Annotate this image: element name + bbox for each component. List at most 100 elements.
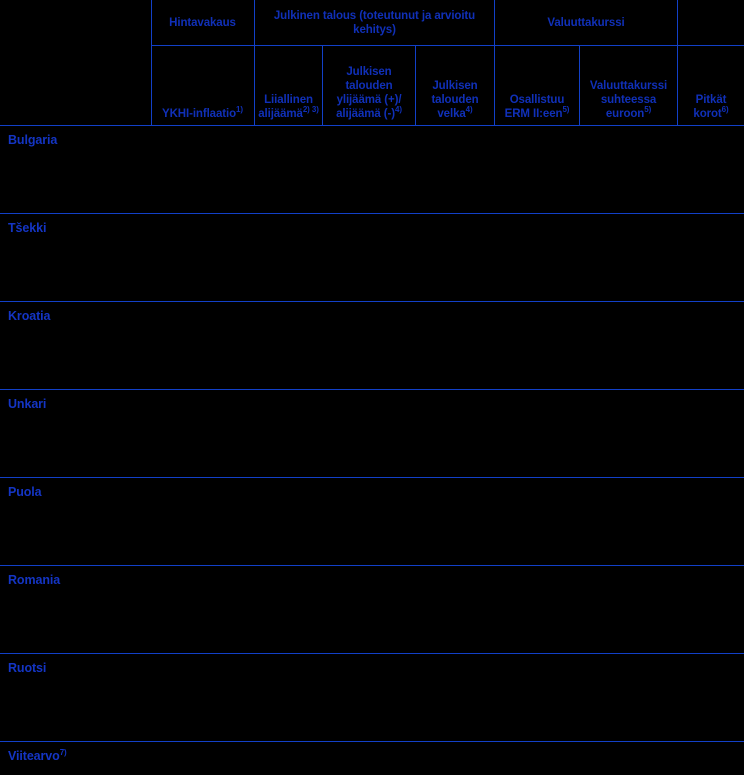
row-label-romania: Romania xyxy=(8,573,60,587)
row-label-ruotsi-text: Ruotsi xyxy=(8,661,47,675)
row-label-kroatia-text: Kroatia xyxy=(8,309,51,323)
cell-bulgaria-julkisen-talouden-velka xyxy=(416,126,494,213)
row-label-viitearvo: Viitearvo7) xyxy=(8,747,67,763)
cell-ruotsi-pitkat-korot xyxy=(678,654,744,741)
cell-ruotsi-julkisen-talouden-ylijaama xyxy=(323,654,415,741)
row-rule-romania xyxy=(0,653,744,654)
header-col-pitkat-korot-note: 6) xyxy=(721,105,729,115)
row-label-unkari: Unkari xyxy=(8,397,46,411)
row-rule-puola xyxy=(0,565,744,566)
row-label-bulgaria-text: Bulgaria xyxy=(8,133,58,147)
cell-ruotsi-liiallinen-alijaama xyxy=(255,654,322,741)
header-col-osallistuu-erm-ii-note: 5) xyxy=(562,105,570,115)
cell-viitearvo-ykhi-inflaatio xyxy=(151,742,254,775)
cell-kroatia-ykhi-inflaatio xyxy=(151,302,254,389)
cell-tsekki-liiallinen-alijaama xyxy=(255,214,322,301)
header-vrule-1 xyxy=(151,0,152,125)
cell-bulgaria-osallistuu-erm-ii xyxy=(495,126,579,213)
row-label-viitearvo-text: Viitearvo xyxy=(8,749,60,763)
header-vrule-6 xyxy=(579,46,580,125)
row-rule-ruotsi xyxy=(0,741,744,742)
row-label-ruotsi: Ruotsi xyxy=(8,661,46,675)
cell-kroatia-valuuttakurssi-suhteessa-euroon xyxy=(580,302,677,389)
cell-viitearvo-osallistuu-erm-ii xyxy=(495,742,579,775)
cell-bulgaria-ykhi-inflaatio xyxy=(151,126,254,213)
cell-puola-osallistuu-erm-ii xyxy=(495,478,579,565)
header-col-ykhi-inflaatio-label: YKHI-inflaatio xyxy=(162,108,237,120)
cell-viitearvo-julkisen-talouden-ylijaama xyxy=(323,742,415,775)
cell-tsekki-osallistuu-erm-ii xyxy=(495,214,579,301)
header-vrule-7 xyxy=(677,0,678,125)
cell-bulgaria-liiallinen-alijaama xyxy=(255,126,322,213)
cell-romania-liiallinen-alijaama xyxy=(255,566,322,653)
cell-romania-valuuttakurssi-suhteessa-euroon xyxy=(580,566,677,653)
cell-puola-julkisen-talouden-ylijaama xyxy=(323,478,415,565)
cell-romania-julkisen-talouden-velka xyxy=(416,566,494,653)
cell-tsekki-ykhi-inflaatio xyxy=(151,214,254,301)
cell-ruotsi-valuuttakurssi-suhteessa-euroon xyxy=(580,654,677,741)
row-rule-tsekki xyxy=(0,301,744,302)
cell-unkari-julkisen-talouden-velka xyxy=(416,390,494,477)
header-bottom-rule xyxy=(0,125,744,126)
header-col-ykhi-inflaatio: YKHI-inflaatio1) xyxy=(151,46,254,125)
header-col-osallistuu-erm-ii-label: Osallistuu ERM II:een xyxy=(504,94,565,120)
row-label-puola-text: Puola xyxy=(8,485,42,499)
cell-unkari-valuuttakurssi-suhteessa-euroon xyxy=(580,390,677,477)
cell-unkari-osallistuu-erm-ii xyxy=(495,390,579,477)
cell-puola-ykhi-inflaatio xyxy=(151,478,254,565)
header-group-julkinen-talous-label: Julkinen talous (toteutunut ja arvioitu … xyxy=(273,9,476,36)
header-col-liiallinen-alijaama-note: 2) 3) xyxy=(302,105,319,115)
cell-ruotsi-ykhi-inflaatio xyxy=(151,654,254,741)
header-group-hintavakaus: Hintavakaus xyxy=(151,0,254,45)
cell-unkari-julkisen-talouden-ylijaama xyxy=(323,390,415,477)
cell-kroatia-julkisen-talouden-ylijaama xyxy=(323,302,415,389)
cell-viitearvo-pitkat-korot xyxy=(678,742,744,775)
header-group-julkinen-talous: Julkinen talous (toteutunut ja arvioitu … xyxy=(255,0,494,45)
cell-kroatia-osallistuu-erm-ii xyxy=(495,302,579,389)
row-label-puola: Puola xyxy=(8,485,42,499)
cell-puola-julkisen-talouden-velka xyxy=(416,478,494,565)
header-col-pitkat-korot: Pitkät korot6) xyxy=(678,46,744,125)
cell-bulgaria-pitkat-korot xyxy=(678,126,744,213)
row-rule-kroatia xyxy=(0,389,744,390)
header-vrule-2 xyxy=(254,0,255,125)
header-col-julkisen-talouden-velka-note: 4) xyxy=(465,105,473,115)
header-group-rule xyxy=(151,45,744,46)
header-col-valuuttakurssi-suhteessa-euroon: Valuuttakurssi suhteessa euroon5) xyxy=(580,46,677,125)
cell-ruotsi-osallistuu-erm-ii xyxy=(495,654,579,741)
cell-tsekki-valuuttakurssi-suhteessa-euroon xyxy=(580,214,677,301)
row-label-bulgaria: Bulgaria xyxy=(8,133,57,147)
row-label-kroatia: Kroatia xyxy=(8,309,50,323)
cell-unkari-liiallinen-alijaama xyxy=(255,390,322,477)
header-col-julkisen-talouden-velka: Julkisen talouden velka4) xyxy=(416,46,494,125)
header-group-valuuttakurssi-label: Valuuttakurssi xyxy=(547,16,625,29)
header-col-julkisen-talouden-ylijaama: Julkisen talouden ylijäämä (+)/ alijäämä… xyxy=(323,46,415,125)
cell-tsekki-julkisen-talouden-velka xyxy=(416,214,494,301)
row-label-tsekki-text: Tšekki xyxy=(8,221,47,235)
header-col-liiallinen-alijaama-label: Liiallinen alijäämä xyxy=(258,94,313,120)
row-label-viitearvo-note: 7) xyxy=(59,747,67,757)
row-label-tsekki: Tšekki xyxy=(8,221,46,235)
row-label-romania-text: Romania xyxy=(8,573,61,587)
row-rule-unkari xyxy=(0,477,744,478)
header-col-julkisen-talouden-ylijaama-note: 4) xyxy=(394,105,402,115)
header-col-ykhi-inflaatio-note: 1) xyxy=(236,105,243,115)
row-label-unkari-text: Unkari xyxy=(8,397,47,411)
header-group-hintavakaus-label: Hintavakaus xyxy=(169,16,236,29)
header-col-julkisen-talouden-velka-label: Julkisen talouden velka xyxy=(431,80,479,120)
cell-kroatia-liiallinen-alijaama xyxy=(255,302,322,389)
row-rule-bulgaria xyxy=(0,213,744,214)
cell-unkari-pitkat-korot xyxy=(678,390,744,477)
cell-tsekki-julkisen-talouden-ylijaama xyxy=(323,214,415,301)
cell-kroatia-pitkat-korot xyxy=(678,302,744,389)
cell-tsekki-pitkat-korot xyxy=(678,214,744,301)
cell-viitearvo-julkisen-talouden-velka xyxy=(416,742,494,775)
cell-kroatia-julkisen-talouden-velka xyxy=(416,302,494,389)
header-vrule-5 xyxy=(494,0,495,125)
header-group-valuuttakurssi: Valuuttakurssi xyxy=(495,0,677,45)
header-col-valuuttakurssi-suhteessa-euroon-note: 5) xyxy=(644,105,652,115)
cell-puola-liiallinen-alijaama xyxy=(255,478,322,565)
header-col-julkisen-talouden-ylijaama-label: Julkisen talouden ylijäämä (+)/ alijäämä… xyxy=(336,66,402,120)
cell-viitearvo-liiallinen-alijaama xyxy=(255,742,322,775)
